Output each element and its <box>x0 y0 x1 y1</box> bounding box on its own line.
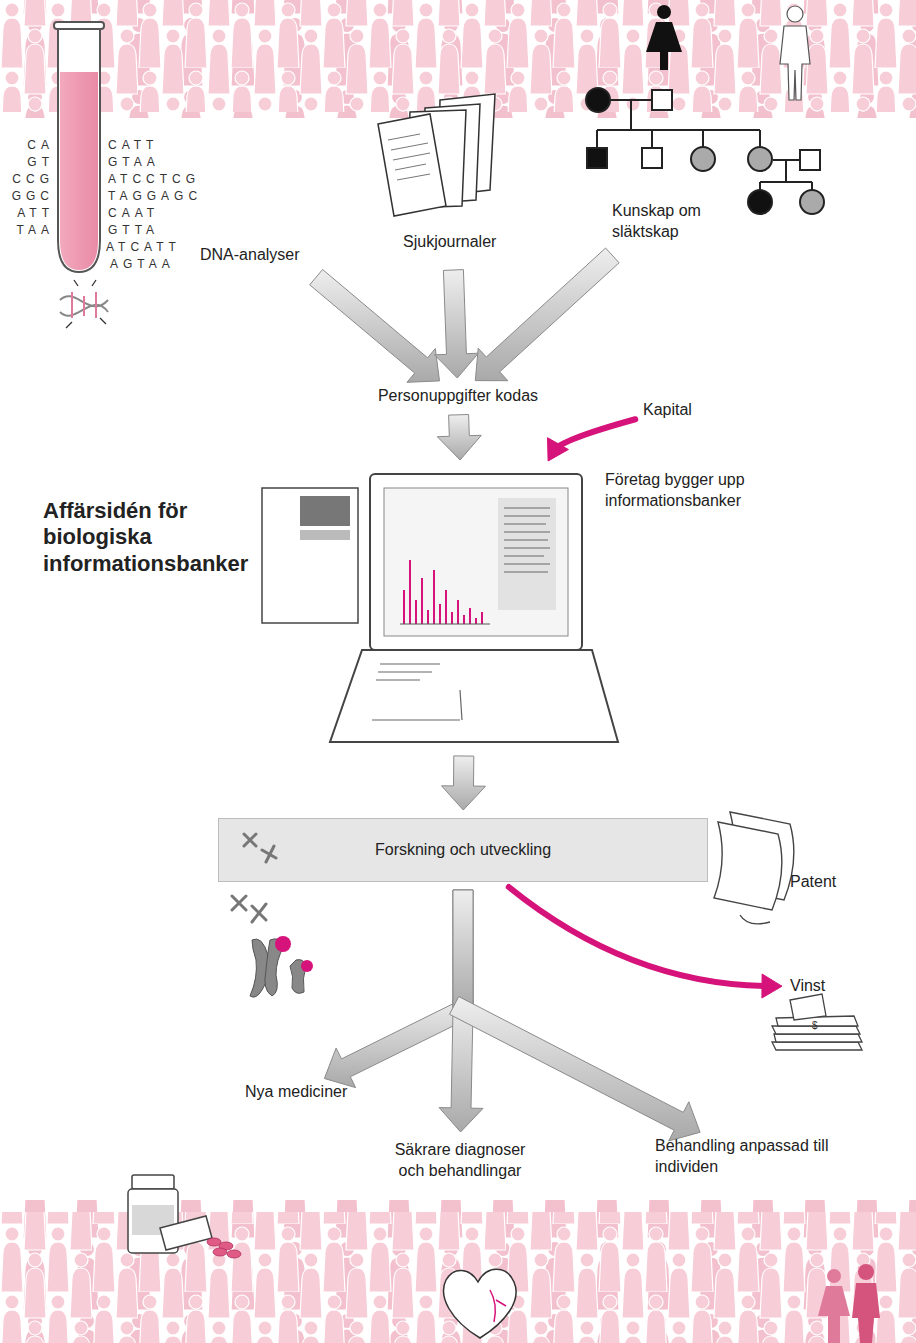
node-text: DNA-analyser <box>200 245 300 266</box>
dna-letters: ATT <box>17 206 54 220</box>
dna-letters: ATCCTCG <box>108 172 200 186</box>
arrow-shape <box>450 997 701 1141</box>
arrow-shape <box>475 248 619 381</box>
arrow-shape <box>435 270 479 378</box>
flow-arrow <box>435 270 479 378</box>
flow-arrow <box>475 248 619 381</box>
curve <box>509 887 770 986</box>
research-band: Forskning och utveckling <box>218 818 708 882</box>
flow-arrow <box>310 270 440 383</box>
node-text: Nya mediciner <box>245 1082 347 1103</box>
dna-letters: AGTAA <box>110 257 175 271</box>
arrow-shape <box>310 270 440 383</box>
node-text: Behandling anpassad till individen <box>655 1136 840 1178</box>
kinship-node: Kunskap om släktskap <box>575 55 875 250</box>
personalised-node: Behandling anpassad till individen <box>655 1136 840 1178</box>
node-text: Patent <box>790 872 836 893</box>
node-text: Personuppgifter kodas <box>378 386 538 407</box>
dna-letters: GTAA <box>108 155 160 169</box>
dna-letters: CATT <box>108 138 158 152</box>
flow-arrow <box>450 890 701 1141</box>
currency-sign: $ <box>812 1020 818 1031</box>
arrow-shape <box>453 890 473 1010</box>
medicine-node: Nya mediciner <box>245 1082 347 1103</box>
dna-letters: TAGGAGC <box>108 189 202 203</box>
dna-letters: CCG <box>12 172 54 186</box>
company-node: Företag bygger upp informationsbanker <box>160 468 770 748</box>
arrow-shape <box>762 974 782 998</box>
money-flow-arrow <box>509 887 782 998</box>
dna-letters: GT <box>27 155 54 169</box>
records-node: Sjukjournaler <box>370 90 530 262</box>
node-text: Vinst <box>790 976 825 997</box>
arrow-shape <box>453 890 473 1010</box>
arrow-shape <box>437 415 481 461</box>
node-text: Kunskap om släktskap <box>612 201 712 243</box>
node-text: Forskning och utveckling <box>375 840 551 861</box>
arrow-shape <box>548 438 569 461</box>
dna-letters: ATCATT <box>106 240 181 254</box>
node-text: Säkrare diagnoser och behandlingar <box>385 1140 535 1182</box>
dna-letters: GTTA <box>108 223 159 237</box>
curve <box>554 419 635 450</box>
dna-letters: CAAT <box>108 206 159 220</box>
dna-analysis-node: DNA-analyser <box>10 15 310 277</box>
dna-letters: GGC <box>12 189 54 203</box>
arrow-shape <box>442 756 486 810</box>
diagnosis-node: Säkrare diagnoser och behandlingar <box>385 1140 535 1182</box>
money-flow-arrow <box>548 419 636 461</box>
capital-node: Kapital <box>643 400 692 421</box>
flow-arrow <box>442 756 486 810</box>
node-text: Företag bygger upp informationsbanker <box>605 470 770 512</box>
dna-letters: TAA <box>17 223 54 237</box>
coding-node: Personuppgifter kodas <box>378 386 538 407</box>
arrow-shape <box>453 890 473 1010</box>
dna-letters: CA <box>27 138 54 152</box>
patent-node: Patent <box>790 872 836 893</box>
profit-node: Vinst <box>790 976 825 997</box>
node-text: Kapital <box>643 400 692 421</box>
node-text: Sjukjournaler <box>403 232 496 253</box>
flow-arrow <box>437 415 481 461</box>
diagram-title: Affärsidén för biologiska informationsba… <box>43 498 293 577</box>
